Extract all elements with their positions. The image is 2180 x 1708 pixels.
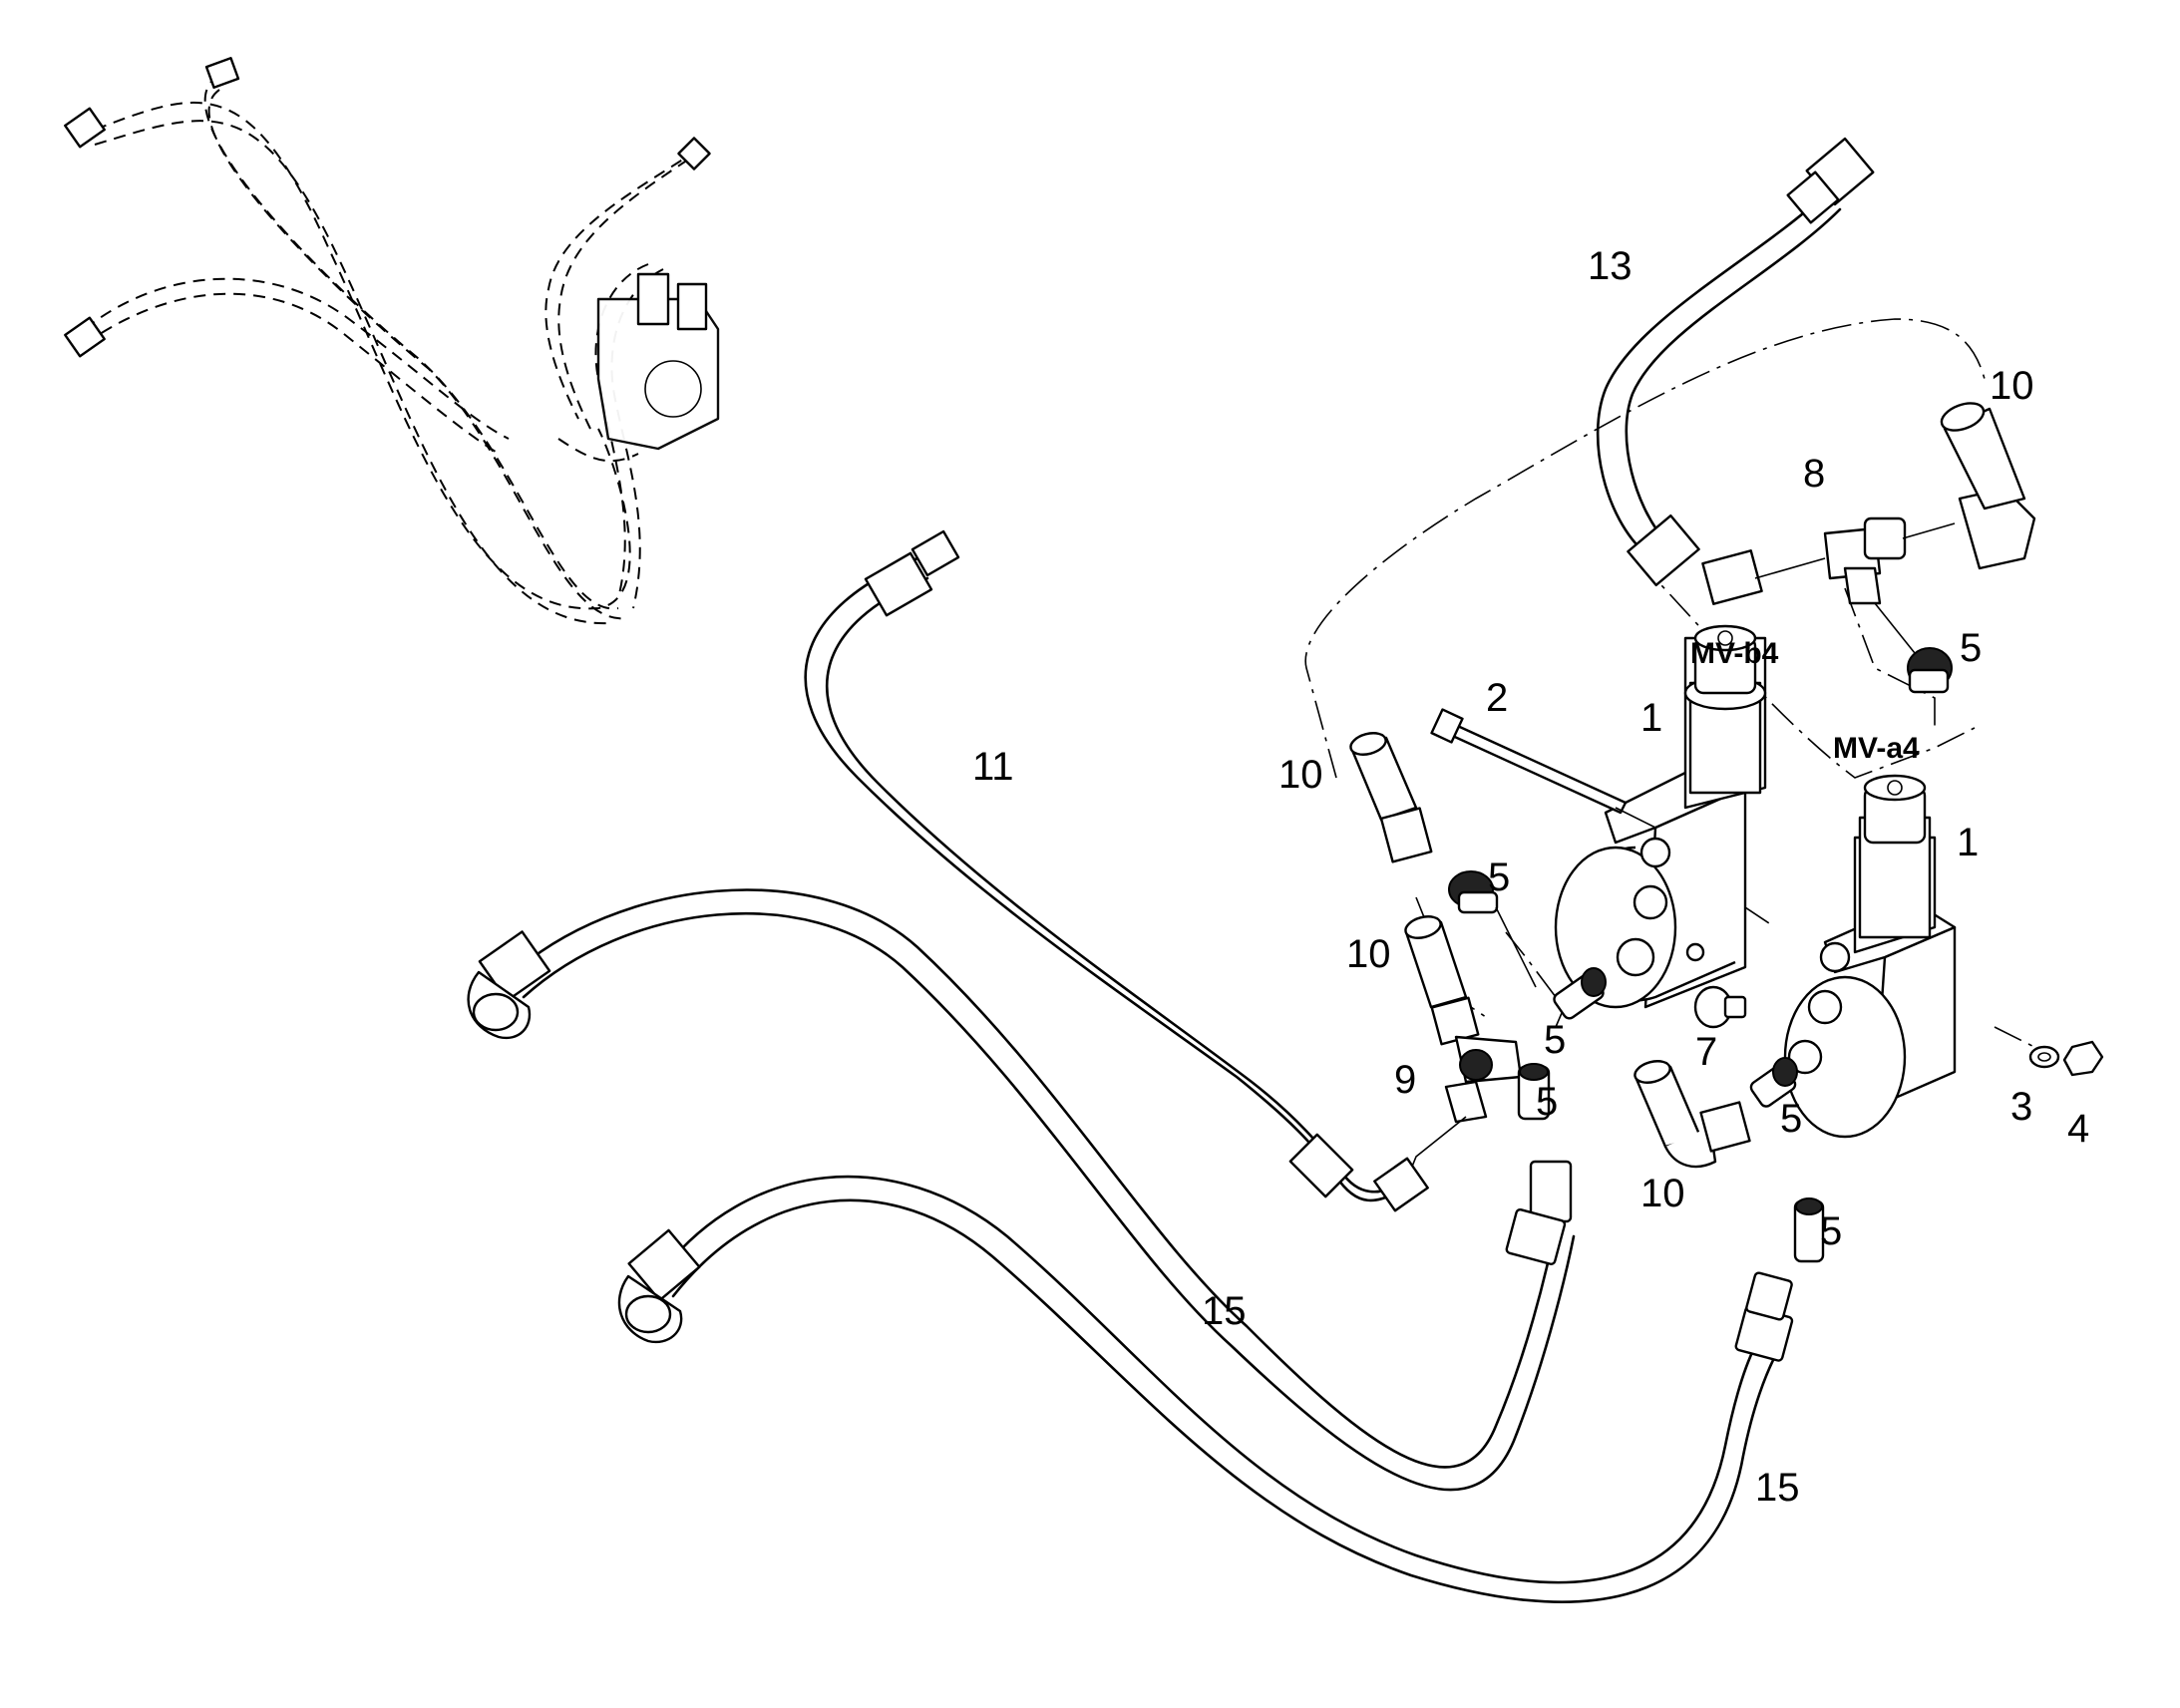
callout-9: 9 [1394,1058,1416,1102]
hose-15-long [467,888,1576,1492]
plug-5-top [1874,602,1953,694]
washer-3 [2028,1045,2060,1069]
callout-5-bottom: 5 [1820,1209,1842,1253]
hose-15-lower [617,1175,1794,1603]
callout-5-top: 5 [1960,626,1982,670]
elbow-10-upper [1349,732,1433,863]
valve-mv-a4 [1783,774,1957,1139]
callout-10-top: 10 [1990,364,2034,408]
adapter-5-upper [1448,870,1537,988]
plug-7 [1693,985,1747,1029]
elbow-10-middle [1404,915,1480,1046]
valve-tag-mv-b4: MV-b4 [1690,637,1779,670]
callout-7: 7 [1695,1030,1717,1074]
callout-1-b4: 1 [1640,696,1662,740]
bolt-2 [1430,708,1656,829]
adapter-5-lower-right [1749,1057,1798,1108]
callout-4: 4 [2067,1107,2089,1151]
callout-3: 3 [2010,1085,2032,1129]
elbow-10-lower [1634,1060,1751,1169]
callout-11: 11 [972,745,1014,789]
adapter-5-lower-left [1517,1063,1551,1121]
callout-8: 8 [1803,452,1825,496]
tee-fitting-8 [1754,516,1956,605]
callout-1-a4: 1 [1957,821,1979,864]
callout-5-left: 5 [1544,1018,1566,1062]
reference-assembly-ghost [64,57,720,625]
valve-tag-mv-a4: MV-a4 [1833,732,1920,765]
hose-13 [1596,137,1875,605]
nut-4 [2062,1040,2104,1077]
adapter-5-left [1553,967,1607,1020]
callout-5-upper: 5 [1488,855,1510,899]
callout-5-lower-left: 5 [1536,1080,1558,1124]
callout-13: 13 [1588,244,1633,288]
callout-10-upper: 10 [1278,753,1323,797]
tee-fitting-9 [1405,1035,1523,1183]
callout-15-long: 15 [1202,1289,1247,1333]
callout-2: 2 [1486,676,1508,720]
valve-mv-b4 [1554,624,1767,1009]
hose-11 [804,529,1429,1212]
callout-5-lower-right: 5 [1780,1097,1802,1141]
adapter-5-bottom [1793,1197,1825,1263]
callout-10-middle: 10 [1346,932,1391,976]
callout-15-lower: 15 [1755,1466,1800,1510]
elbow-10-top [1940,402,2036,570]
callout-10-lower: 10 [1640,1172,1685,1215]
